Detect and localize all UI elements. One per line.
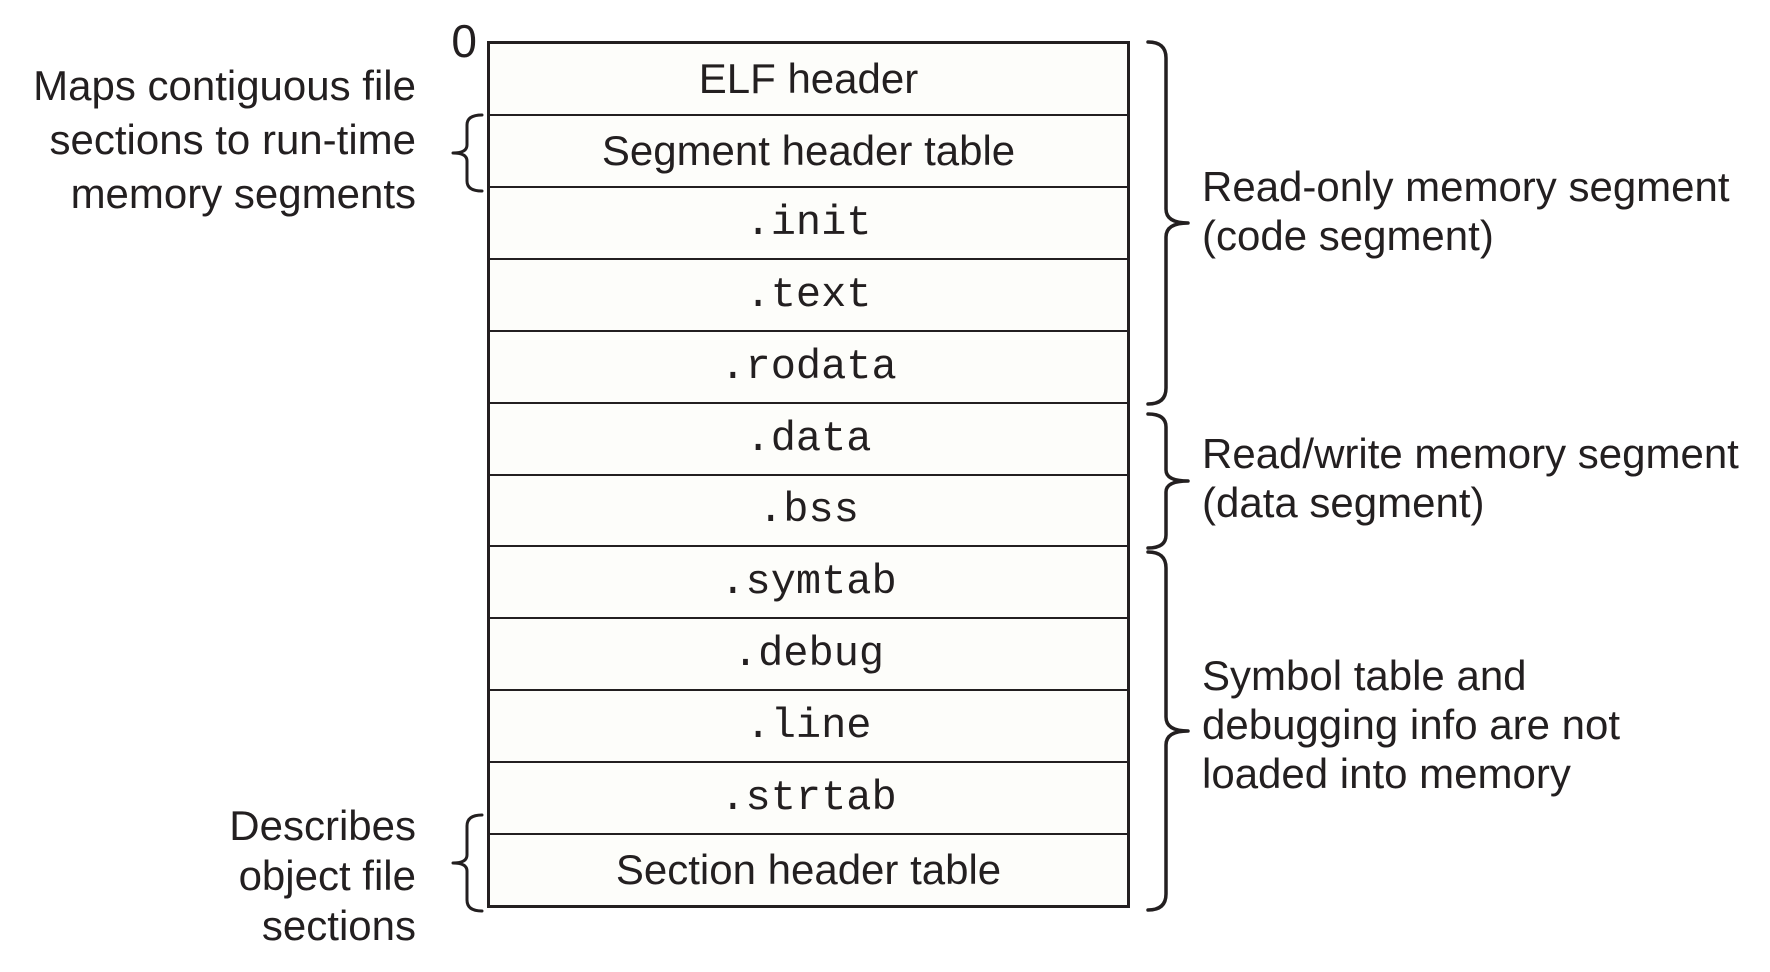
elf-file-box: ELF header Segment header table .init .t… bbox=[487, 41, 1130, 908]
file-section-label: .bss bbox=[758, 486, 859, 535]
file-section-label: .data bbox=[745, 414, 872, 463]
file-section-row: .data bbox=[490, 401, 1127, 474]
file-section-label: .rodata bbox=[720, 342, 897, 391]
annotation-line: loaded into memory bbox=[1202, 750, 1571, 797]
file-section-row: .rodata bbox=[490, 329, 1127, 402]
file-section-row: Segment header table bbox=[490, 113, 1127, 186]
annotation-line: Maps contiguous file bbox=[33, 62, 416, 109]
annotation-read-only-segment: Read-only memory segment (code segment) bbox=[1202, 162, 1762, 260]
file-section-row: .strtab bbox=[490, 761, 1127, 834]
file-section-label: Segment header table bbox=[601, 126, 1016, 174]
file-section-label: .debug bbox=[732, 630, 885, 679]
annotation-line: memory segments bbox=[70, 170, 416, 217]
file-section-label: ELF header bbox=[698, 54, 919, 102]
annotation-read-write-segment: Read/write memory segment (data segment) bbox=[1202, 429, 1762, 527]
file-section-row: .line bbox=[490, 689, 1127, 762]
annotation-line: Read-only memory segment bbox=[1202, 163, 1730, 210]
file-section-label: .symtab bbox=[720, 558, 897, 607]
file-section-label: .strtab bbox=[720, 774, 897, 823]
file-section-row: .text bbox=[490, 257, 1127, 330]
file-section-row: Section header table bbox=[490, 833, 1127, 906]
annotation-line: debugging info are not bbox=[1202, 701, 1621, 748]
left-brace-segment-header-table bbox=[451, 113, 484, 193]
annotation-line: (code segment) bbox=[1202, 212, 1494, 259]
annotation-line: Describes bbox=[229, 802, 416, 849]
left-brace-section-header-table bbox=[451, 813, 484, 913]
annotation-line: sections to run-time bbox=[49, 116, 416, 163]
right-brace-read-only-segment bbox=[1146, 40, 1190, 406]
file-section-row: .debug bbox=[490, 617, 1127, 690]
annotation-not-loaded: Symbol table and debugging info are not … bbox=[1202, 651, 1762, 798]
right-brace-not-loaded bbox=[1146, 550, 1190, 912]
file-section-label: .text bbox=[745, 270, 872, 319]
annotation-line: Read/write memory segment bbox=[1202, 430, 1739, 477]
annotation-line: Symbol table and bbox=[1202, 652, 1527, 699]
annotation-line: object file bbox=[238, 852, 416, 899]
annotation-describes-sections: Describes object file sections bbox=[16, 801, 416, 951]
annotation-line: (data segment) bbox=[1202, 479, 1485, 526]
file-section-label: Section header table bbox=[615, 846, 1002, 894]
right-brace-read-write-segment bbox=[1146, 412, 1190, 550]
annotation-line: sections bbox=[261, 902, 416, 949]
file-section-row: ELF header bbox=[490, 44, 1127, 114]
annotation-maps-sections: Maps contiguous file sections to run-tim… bbox=[16, 59, 416, 221]
file-offset-zero-label: 0 bbox=[451, 15, 477, 67]
file-section-row: .symtab bbox=[490, 545, 1127, 618]
file-section-label: .line bbox=[745, 702, 872, 751]
file-section-label: .init bbox=[745, 198, 872, 247]
file-section-row: .bss bbox=[490, 473, 1127, 546]
file-section-row: .init bbox=[490, 185, 1127, 258]
